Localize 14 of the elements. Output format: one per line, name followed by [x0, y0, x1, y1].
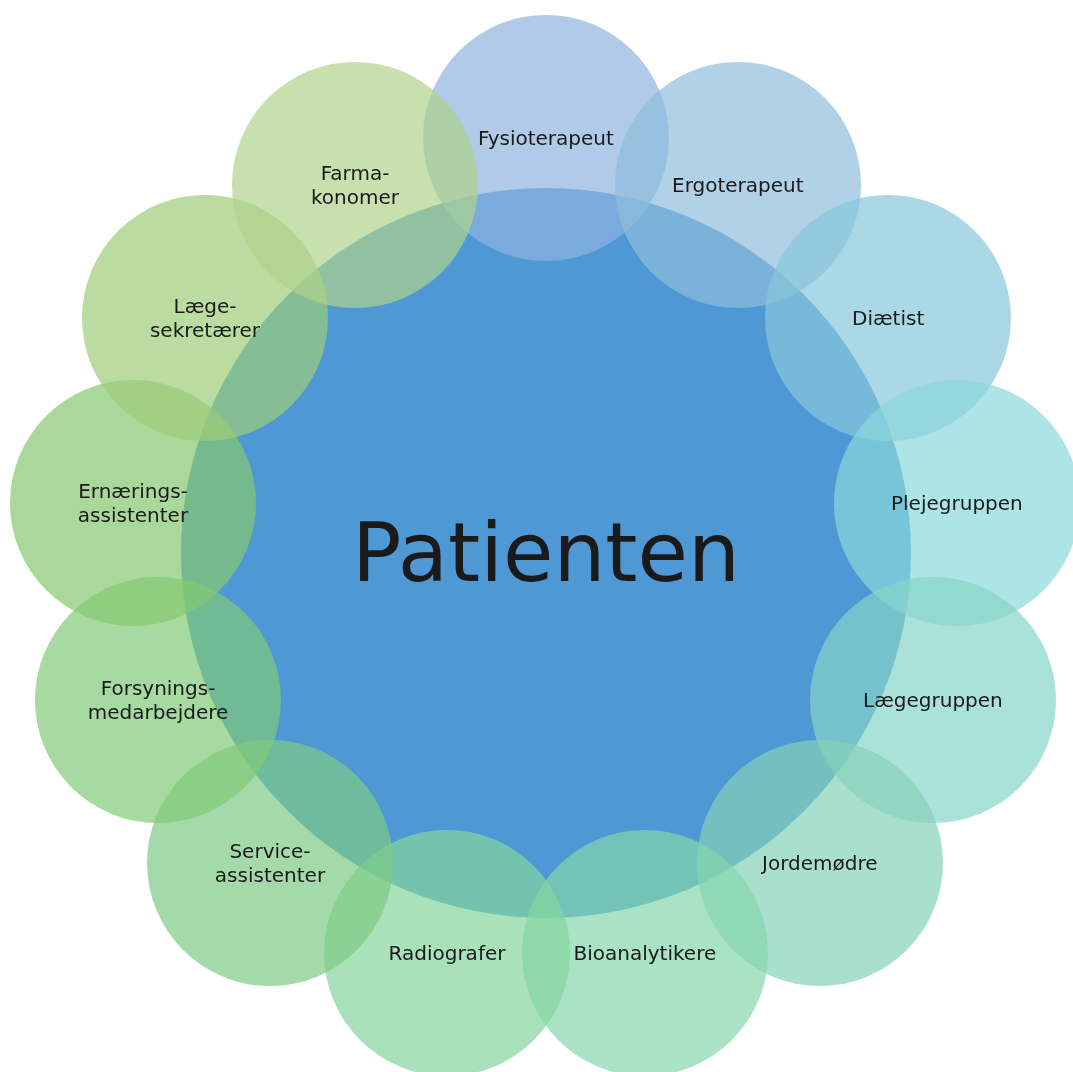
role-label: Jordemødre — [762, 851, 878, 875]
role-label: Radiografer — [388, 941, 506, 965]
role-label: Ergoterapeut — [672, 173, 804, 197]
center-label: Patienten — [352, 505, 740, 601]
role-label: Fysioterapeut — [478, 126, 614, 150]
role-label: Diætist — [852, 306, 925, 330]
role-label: Læge- sekretærer — [148, 294, 262, 342]
role-label: Bioanalytikere — [573, 941, 717, 965]
role-label: Ernærings- assistenter — [76, 479, 190, 527]
role-label: Plejegruppen — [891, 491, 1023, 515]
role-label: Forsynings- medarbejdere — [86, 676, 230, 724]
role-label: Service- assistenter — [213, 839, 327, 887]
role-label: Farma- konomer — [310, 161, 400, 209]
role-label: Lægegruppen — [863, 688, 1003, 712]
